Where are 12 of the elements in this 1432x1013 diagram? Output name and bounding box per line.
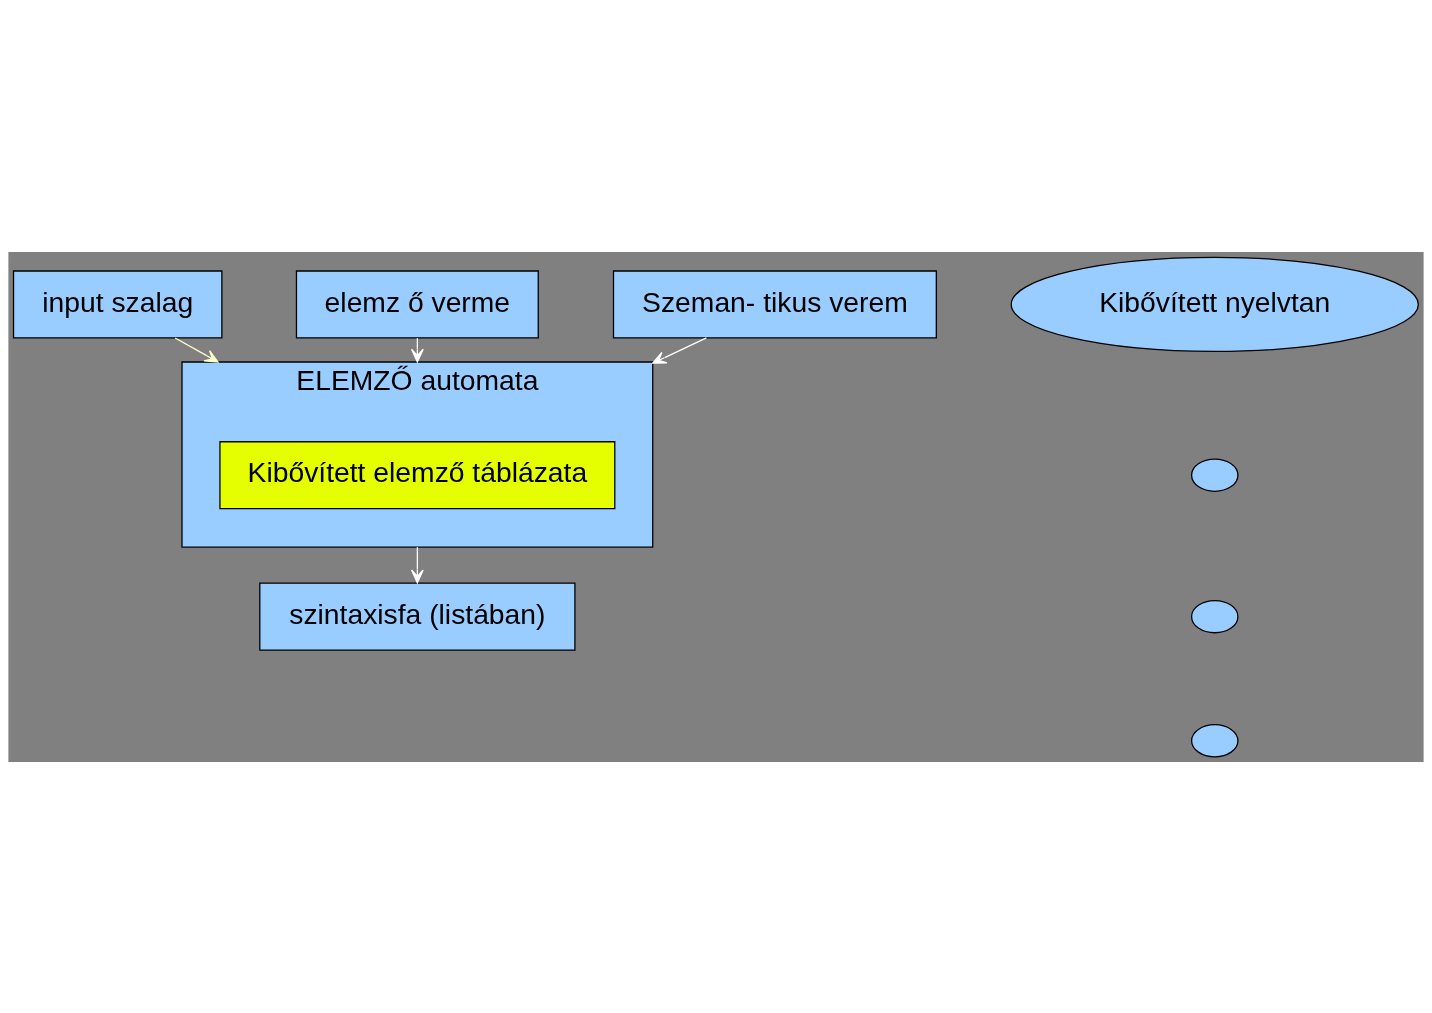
node-box: Szeman- tikus verem xyxy=(612,269,937,338)
node-box: Kibővített elemző táblázata xyxy=(219,440,616,509)
node-box: szintaxisfa (listában) xyxy=(259,582,576,651)
node-circle xyxy=(1190,457,1239,492)
node-box: input szalag xyxy=(12,269,223,338)
arrow xyxy=(174,336,219,363)
arrow xyxy=(652,336,708,364)
node-ellipse: Kibővített nyelvtan xyxy=(1010,256,1419,352)
arrow xyxy=(410,546,424,583)
node-box: elemz ő verme xyxy=(295,269,539,338)
node-circle xyxy=(1190,723,1239,757)
node-circle xyxy=(1190,599,1239,633)
